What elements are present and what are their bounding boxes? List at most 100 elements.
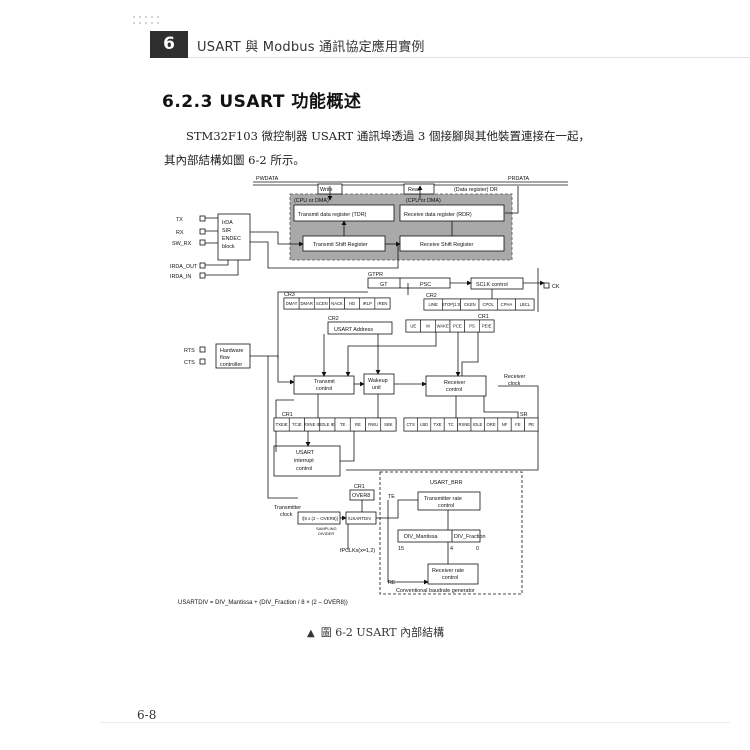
transmit-control-line-2: control: [316, 386, 332, 392]
read-label: Read: [408, 187, 421, 193]
cr1-bottom-bit-label: SBK: [384, 422, 393, 427]
transmitter-clock-line-2: clock: [280, 512, 293, 518]
cr1-bottom-label: CR1: [282, 412, 293, 418]
divider-label: /[8 x (2 – OVER8)]: [302, 516, 338, 521]
sr-bit-label: ORE: [487, 422, 496, 427]
cr3-label: CR3: [284, 292, 295, 298]
sr-bit-label: CTS: [407, 422, 416, 427]
usart-block-diagram: PWDATA PRDATA Write Read (Data register)…: [170, 176, 568, 606]
cr3-bit-label: DMAT: [286, 301, 298, 306]
over8-label: OVER8: [352, 493, 370, 499]
figure-caption: ▲圖 6-2 USART 內部結構: [307, 624, 444, 640]
caption-text: 圖 6-2 USART 內部結構: [320, 626, 445, 639]
irda-line-1: IrDA: [222, 220, 233, 226]
hw-flow-line-1: Hardware: [220, 348, 243, 354]
bit-0-label: 0: [476, 546, 479, 552]
tdr-label: Transmit data register (TDR): [298, 212, 367, 218]
page-number: 6-8: [137, 708, 157, 722]
sr-bit-label: TXE: [433, 422, 441, 427]
sr-bit-label: FE: [515, 422, 521, 427]
body-paragraph: STM32F103 微控制器 USART 通訊埠透過 3 個接腳與其他裝置連接在…: [164, 124, 596, 172]
wakeup-unit-line-2: unit: [372, 385, 381, 391]
cr1-bottom-bit-label: RXNE IE: [304, 422, 321, 427]
re-label: RE: [388, 580, 396, 586]
irda-line-3: ENDEC: [222, 236, 241, 242]
usart-interrupt-line-3: control: [296, 466, 312, 472]
usart-address-label: USART Address: [334, 327, 373, 333]
pin-rts-label: RTS: [184, 348, 195, 354]
div-mantissa-label: DIV_Mantissa: [404, 534, 438, 540]
sclk-control-label: SCLK control: [476, 282, 508, 288]
write-label: Write: [320, 187, 332, 193]
body-line-2: 其內部結構如圖 6-2 所示。: [164, 153, 305, 167]
hw-flow-line-3: controller: [220, 362, 242, 368]
receiver-clock-line-1: Receiver: [504, 374, 525, 380]
footer-divider: [100, 722, 730, 723]
cr2-bit-label: CKEN: [464, 302, 476, 307]
usart-brr-label: USART_BRR: [430, 480, 463, 486]
pin-irda-out-label: IRDA_OUT: [170, 264, 198, 270]
cr3-bit-label: NACK: [331, 301, 343, 306]
cr3-bit-label: SCEN: [316, 301, 328, 306]
cpu-dma-label-1: (CPU or DMA): [294, 198, 329, 204]
rx-rate-line-1: Receiver rate: [432, 568, 464, 574]
irda-line-2: SIR: [222, 228, 231, 234]
sr-bit-label: TC: [448, 422, 454, 427]
running-header-title: USART 與 Modbus 通訊協定應用實例: [197, 40, 425, 55]
transmit-control-line-1: Transmit: [314, 379, 335, 385]
cr2-mid-label: CR2: [328, 316, 339, 322]
cr2-top-label: CR2: [426, 293, 437, 299]
cr2-bit-label: CPOL: [482, 302, 494, 307]
cr3-bit-label: IRLP: [363, 301, 373, 306]
cr3-bit-label: DMAR: [301, 301, 313, 306]
bit-4-label: 4: [450, 546, 453, 552]
pclk-label: fPCLKx(x=1,2): [340, 548, 375, 554]
cr1-bottom-bit-label: RE: [355, 422, 361, 427]
rx-shift-label: Receive Shift Register: [420, 242, 474, 248]
tx-rate-line-2: control: [438, 503, 454, 509]
usart-interrupt-line-1: USART: [296, 450, 315, 456]
wakeup-unit-line-1: Wakeup: [368, 378, 388, 384]
psc-label: PSC: [420, 282, 431, 288]
receiver-control-line-2: control: [446, 387, 462, 393]
rdr-label: Receive data register (RDR): [404, 212, 472, 218]
pin-tx-label: TX: [176, 217, 183, 223]
cr2-bit-cell: [515, 298, 535, 311]
sr-bit-label: PE: [529, 422, 535, 427]
cr3-bit-label: IREN: [377, 301, 387, 306]
receiver-clock-line-2: clock: [508, 381, 521, 387]
body-line-1: STM32F103 微控制器 USART 通訊埠透過 3 個接腳與其他裝置連接在…: [186, 129, 590, 143]
usartdiv-formula: USARTDIV = DIV_Mantissa + (DIV_Fraction …: [178, 600, 348, 606]
baudrate-generator-label: Conventional baudrate generator: [396, 588, 475, 594]
pin-ck-label: CK: [552, 284, 560, 290]
data-register-dr-label: (Data register) DR: [454, 187, 498, 193]
chapter-number-badge: 6: [150, 31, 188, 58]
receiver-control-line-1: Receiver: [444, 380, 465, 386]
pin-cts-label: CTS: [184, 360, 195, 366]
cr1-top-bit-label: UE: [410, 324, 416, 329]
cr1-bottom-bit-label: RWU: [368, 422, 378, 427]
tx-shift-label: Transmit Shift Register: [313, 242, 368, 248]
bit-15-label: 15: [398, 546, 404, 552]
cr2-bit-label: CPHA: [501, 302, 513, 307]
cr2-bit-label: LBCL: [520, 302, 531, 307]
cr1-top-bit-label: WAKE: [437, 324, 449, 329]
sr-bit-label: RXNE: [458, 422, 470, 427]
cr1-bottom-bit-label: IDLE IE: [320, 422, 335, 427]
prdata-label: PRDATA: [508, 176, 529, 182]
cr1-top-bit-label: M: [426, 324, 430, 329]
te-label: TE: [388, 494, 395, 500]
pin-irda-in-label: IRDA_IN: [170, 274, 191, 280]
cr2-bit-label: LINE: [429, 302, 439, 307]
sampling-divider-line-2: DIVIDER: [318, 531, 334, 536]
cr1-bottom-bit-cell: [380, 417, 397, 432]
cpu-dma-label-2: (CPU or DMA): [406, 198, 441, 204]
header-dot-pattern: [131, 14, 161, 28]
cr1-bottom-bit-label: TE: [340, 422, 346, 427]
cr1-bottom-bit-label: TXEIE: [276, 422, 288, 427]
sampling-divider-line-1: SAMPLING: [316, 526, 337, 531]
sr-bit-label: IDLE: [473, 422, 483, 427]
div-fraction-label: DIV_Fraction: [454, 534, 485, 540]
cr3-bit-label: HD: [349, 301, 355, 306]
cr1-bottom-bit-label: TCIE: [292, 422, 302, 427]
